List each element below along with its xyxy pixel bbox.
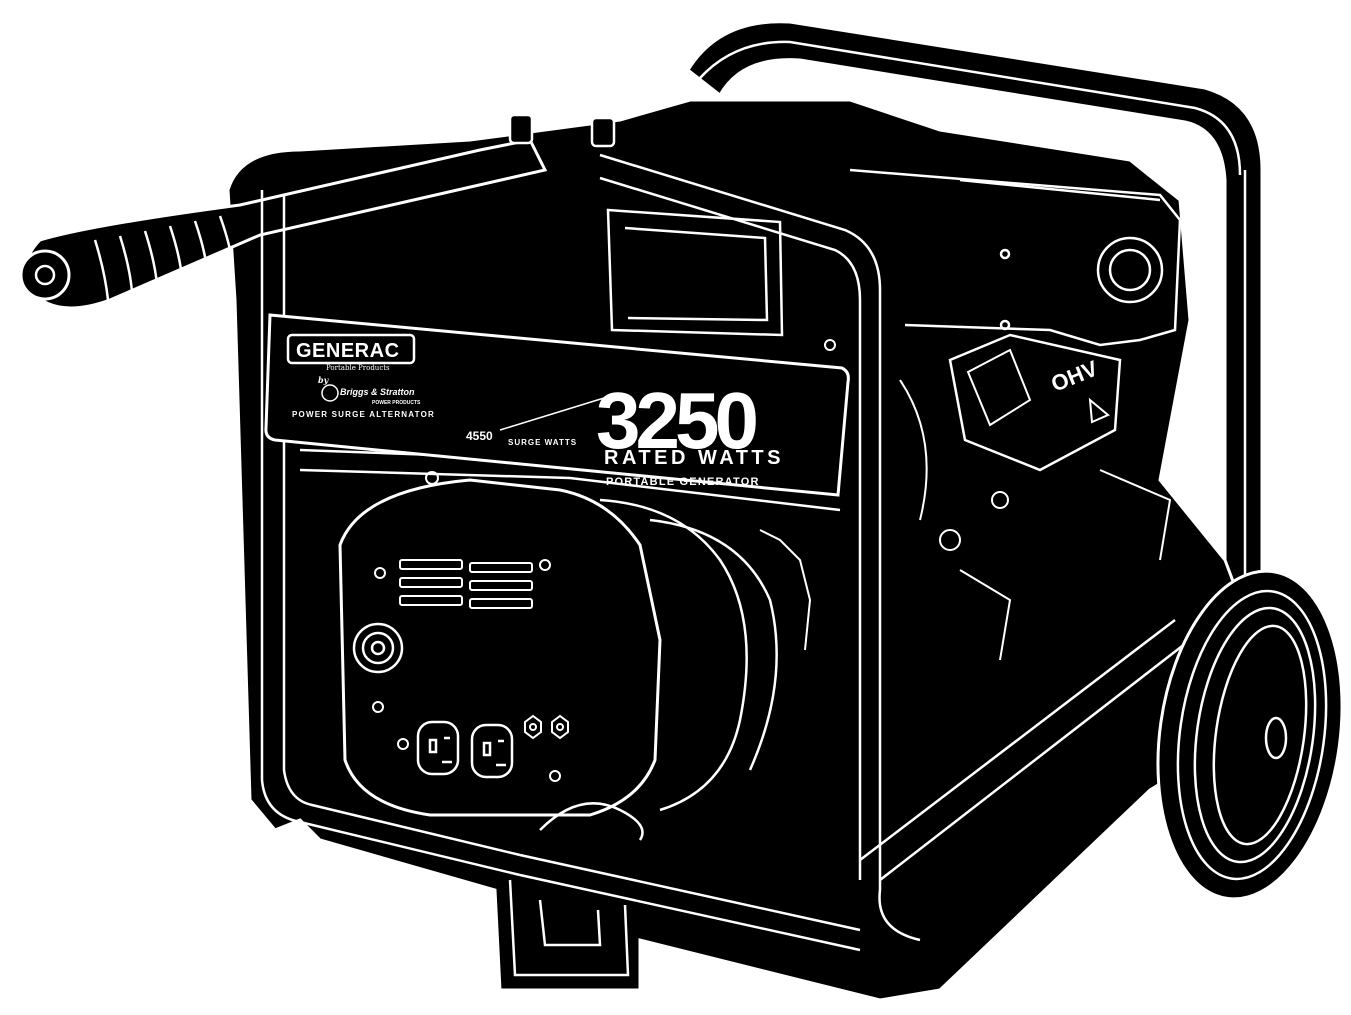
nameplate: GENERAC Portable Products by Briggs & St… xyxy=(264,313,850,497)
valve-cover: OHV xyxy=(948,333,1122,472)
maker-name: Briggs & Stratton xyxy=(340,387,415,397)
fuel-tank xyxy=(508,113,784,337)
maker-logo-icon xyxy=(321,384,339,402)
fuel-cap-right xyxy=(590,116,616,148)
twist-lock-outlet xyxy=(352,622,404,674)
leader-line xyxy=(499,397,605,431)
circuit-breakers xyxy=(524,714,569,740)
rear-frame xyxy=(686,20,1264,592)
rated-watts-label: RATED WATTS xyxy=(604,447,784,469)
portable-generator-label: PORTABLE GENERATOR xyxy=(606,476,760,488)
rated-watts-value: 3250 xyxy=(596,376,756,465)
fuel-cap-left xyxy=(508,113,534,145)
duplex-outlet-2 xyxy=(470,723,514,779)
ohv-arrow-icon xyxy=(1088,397,1110,424)
wheel xyxy=(1156,569,1344,901)
handle-end-hole xyxy=(34,264,56,286)
vent-slots xyxy=(399,559,533,609)
handle-grip xyxy=(93,215,234,301)
surge-watts-label: SURGE WATTS xyxy=(508,438,577,447)
alternator xyxy=(338,478,812,841)
wheel-hub xyxy=(1264,716,1288,760)
alternator-label: POWER SURGE ALTERNATOR xyxy=(292,410,435,419)
brand-logo-box xyxy=(286,333,416,365)
power-cord xyxy=(539,802,644,841)
skid-bracket xyxy=(508,879,630,977)
engine-details xyxy=(425,339,1172,661)
engine-shroud xyxy=(849,168,1182,347)
brand-logo: GENERAC xyxy=(296,340,400,362)
brand-subtitle: Portable Products xyxy=(326,364,390,372)
surge-watts-value: 4550 xyxy=(466,429,493,443)
duplex-outlet-1 xyxy=(416,720,460,776)
by-label: by xyxy=(318,375,330,385)
panel-screws xyxy=(372,559,561,782)
maker-subtitle: POWER PRODUCTS xyxy=(372,400,421,406)
